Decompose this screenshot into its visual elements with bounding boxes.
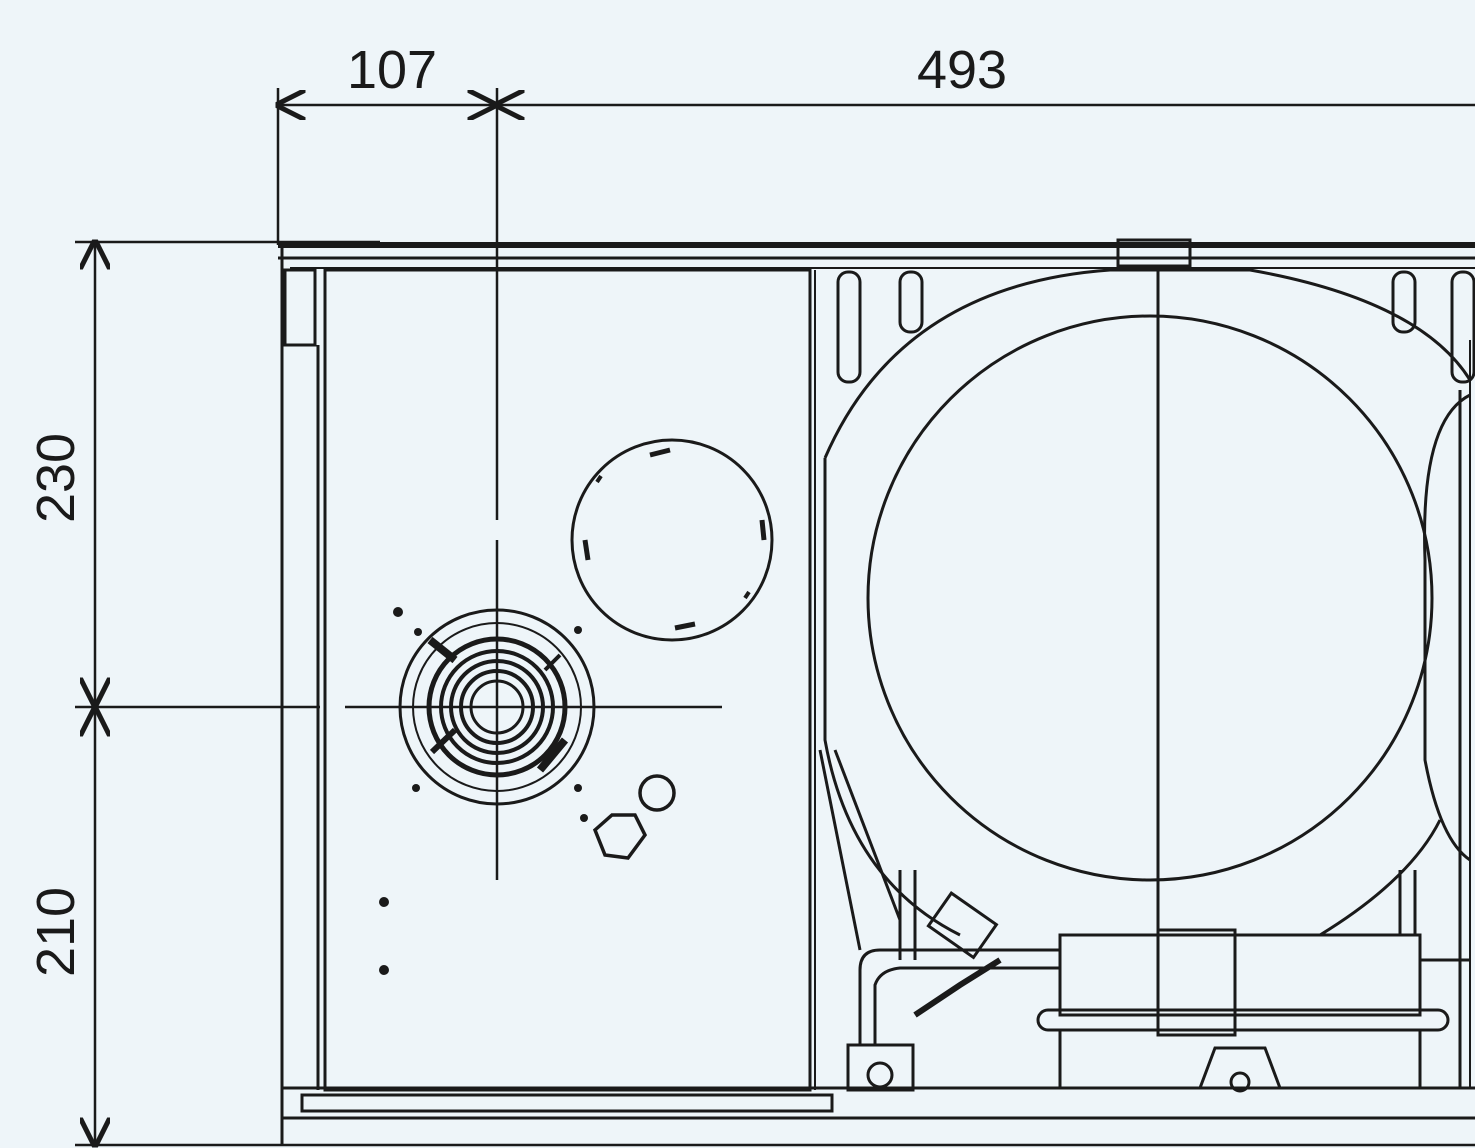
expansion-vessel — [823, 265, 1475, 1088]
housing — [278, 238, 1475, 1145]
dimension-label-230: 230 — [26, 433, 86, 523]
dimension-label-493: 493 — [917, 40, 1007, 100]
dimension-lines — [75, 88, 1475, 1145]
dimension-label-107: 107 — [347, 40, 437, 100]
pump-assembly — [818, 749, 1470, 1093]
panel-plate — [323, 268, 812, 1092]
dimension-label-210: 210 — [26, 887, 86, 977]
air-intake-opening — [570, 438, 774, 642]
front-panel — [323, 268, 816, 1092]
pipe-connectors — [592, 774, 676, 860]
fixing-holes — [379, 607, 588, 975]
flue-outlet — [345, 540, 722, 880]
